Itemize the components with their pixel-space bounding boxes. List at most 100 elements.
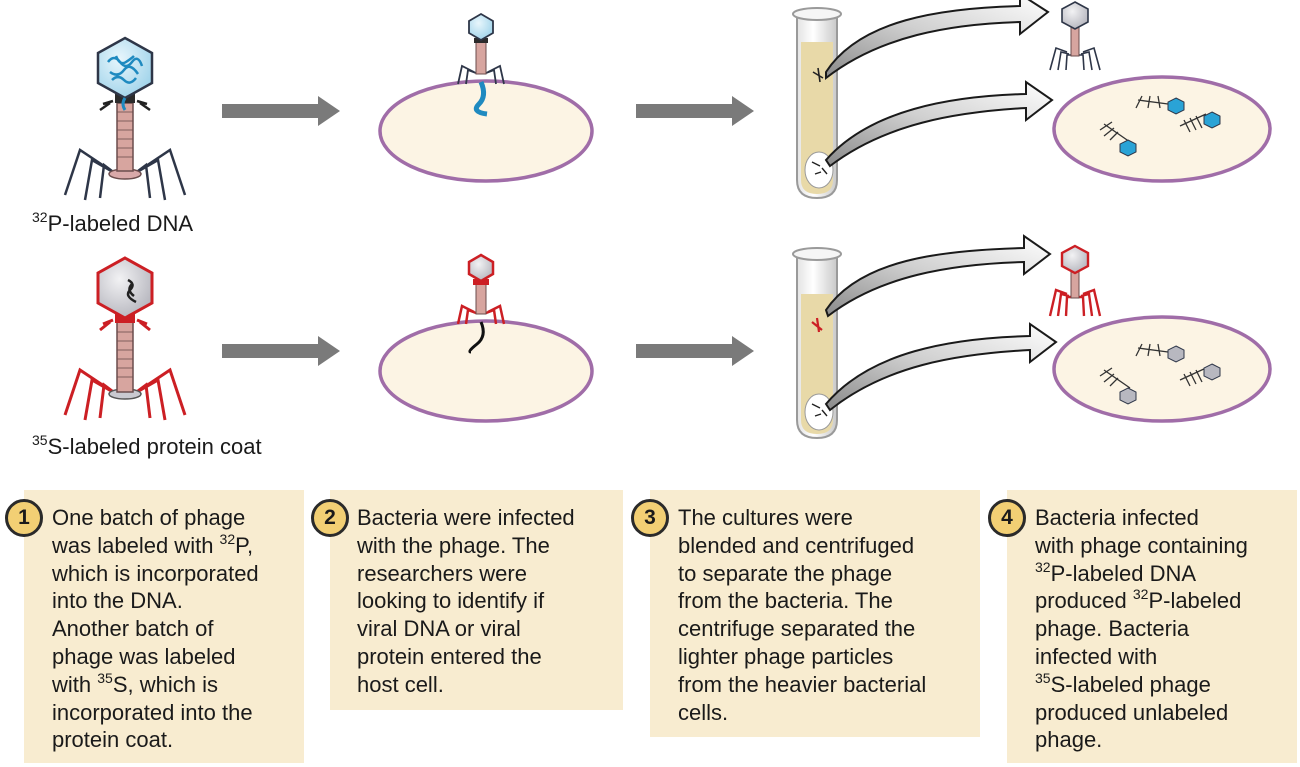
step-line: phage was labeled xyxy=(52,643,302,671)
step-line-text: from the heavier bacterial xyxy=(678,671,927,697)
step-line-text: with the phage. The xyxy=(357,532,550,558)
step-line: phage. Bacteria xyxy=(1035,615,1293,643)
step-number-1: 1 xyxy=(5,499,43,537)
step-line-text: produced unlabeled xyxy=(1035,699,1229,725)
step-line: from the bacteria. The xyxy=(678,587,976,615)
step-line-text: researchers were xyxy=(357,560,527,586)
step-line-text: lighter phage particles xyxy=(678,643,894,669)
curved-arrow xyxy=(825,0,1050,81)
step-box-2 xyxy=(330,490,623,710)
step-line: One batch of phage xyxy=(52,504,302,532)
step-line-text: P-labeled DNA xyxy=(1050,560,1197,586)
progeny-phage-red xyxy=(1048,244,1102,317)
protein-isotope: 35 xyxy=(32,432,48,448)
step-line: cells. xyxy=(678,699,976,727)
step-line: blended and centrifuged xyxy=(678,532,976,560)
isotope-superscript: 32 xyxy=(1035,558,1051,575)
curved-arrow xyxy=(824,322,1058,412)
step-number-2: 2 xyxy=(311,499,349,537)
step-line: which is incorporated xyxy=(52,560,302,588)
step-line-text: to separate the phage xyxy=(678,560,893,586)
dna-label: 32P-labeled DNA xyxy=(32,209,194,237)
step-line-text: P, xyxy=(235,532,254,558)
protein-label: 35S-labeled protein coat xyxy=(32,432,262,460)
step-line: with phage containing xyxy=(1035,532,1293,560)
step-line: host cell. xyxy=(357,671,619,699)
step-line-text: S, which is xyxy=(112,671,218,697)
phage-dna-labeled xyxy=(63,36,187,201)
step-number-3: 3 xyxy=(631,499,669,537)
bacterium-protein-progeny xyxy=(1052,315,1272,423)
step-line-text: viral DNA or viral xyxy=(357,616,521,642)
isotope-superscript: 32 xyxy=(1132,586,1149,603)
step-line: centrifuge separated the xyxy=(678,615,976,643)
step-line: Bacteria infected xyxy=(1035,504,1293,532)
step-line-text: from the bacteria. The xyxy=(678,588,893,614)
step-line-text: phage was labeled xyxy=(52,643,236,669)
step-line: Another batch of xyxy=(52,615,302,643)
step-line: Bacteria were infected xyxy=(357,504,619,532)
curved-arrow xyxy=(824,80,1054,168)
step-line: incorporated into the xyxy=(52,699,302,727)
process-arrow xyxy=(636,336,754,366)
step-line: produced 32P-labeled xyxy=(1035,587,1293,615)
dna-label-text: P-labeled DNA xyxy=(47,211,194,236)
step-line-text: with phage containing xyxy=(1035,532,1248,558)
step-box-4 xyxy=(1007,490,1297,763)
progeny-phage-unlabeled-top xyxy=(1049,1,1101,71)
phage-protein-labeled xyxy=(63,256,187,421)
step-line: phage. xyxy=(1035,726,1293,754)
step-line-text: protein entered the xyxy=(357,643,542,669)
step-line-text: infected with xyxy=(1035,643,1158,669)
step-line: protein coat. xyxy=(52,726,302,754)
process-arrow xyxy=(222,336,340,366)
step-line: looking to identify if xyxy=(357,587,619,615)
step-line-text: protein coat. xyxy=(52,727,174,753)
step-line-text: S-labeled phage xyxy=(1050,671,1211,697)
step-line: to separate the phage xyxy=(678,560,976,588)
step-line-text: P-labeled xyxy=(1148,588,1242,614)
step-line: The cultures were xyxy=(678,504,976,532)
step-line-text: produced xyxy=(1035,588,1133,614)
step-line: into the DNA. xyxy=(52,587,302,615)
step-line: infected with xyxy=(1035,643,1293,671)
step-box-3 xyxy=(650,490,980,737)
step-line-text: Bacteria were infected xyxy=(357,505,575,530)
step-line-text: which is incorporated xyxy=(52,560,259,586)
step-line-text: incorporated into the xyxy=(52,699,253,725)
isotope-superscript: 32 xyxy=(219,530,236,547)
step-line: 35S-labeled phage xyxy=(1035,671,1293,699)
step-line-text: Another batch of xyxy=(52,616,214,642)
step-line-text: One batch of phage xyxy=(52,505,246,530)
step-line-text: blended and centrifuged xyxy=(678,532,915,558)
step-line-text: into the DNA. xyxy=(52,588,183,614)
protein-label-text: S-labeled protein coat xyxy=(47,434,262,459)
step-line-text: phage. xyxy=(1035,727,1103,753)
process-arrow xyxy=(222,96,340,126)
step-line: viral DNA or viral xyxy=(357,615,619,643)
step-line: with the phage. The xyxy=(357,532,619,560)
bacterium-infected-protein xyxy=(378,253,594,423)
step-line: from the heavier bacterial xyxy=(678,671,976,699)
step-line: researchers were xyxy=(357,560,619,588)
step-line-text: cells. xyxy=(678,699,729,725)
step-line: 32P-labeled DNA xyxy=(1035,560,1293,588)
step-line: lighter phage particles xyxy=(678,643,976,671)
step-line: protein entered the xyxy=(357,643,619,671)
step-line-text: centrifuge separated the xyxy=(678,616,916,642)
step-line-text: phage. Bacteria xyxy=(1035,616,1190,642)
isotope-superscript: 35 xyxy=(1035,669,1051,686)
bacterium-infected-dna xyxy=(378,12,594,183)
step-line-text: with xyxy=(52,671,98,697)
step-box-1 xyxy=(24,490,304,763)
step-number-4: 4 xyxy=(988,499,1026,537)
dna-isotope: 32 xyxy=(32,209,48,225)
bacterium-dna-progeny xyxy=(1052,75,1272,183)
step-line-text: looking to identify if xyxy=(357,588,545,614)
step-line: with 35S, which is xyxy=(52,671,302,699)
